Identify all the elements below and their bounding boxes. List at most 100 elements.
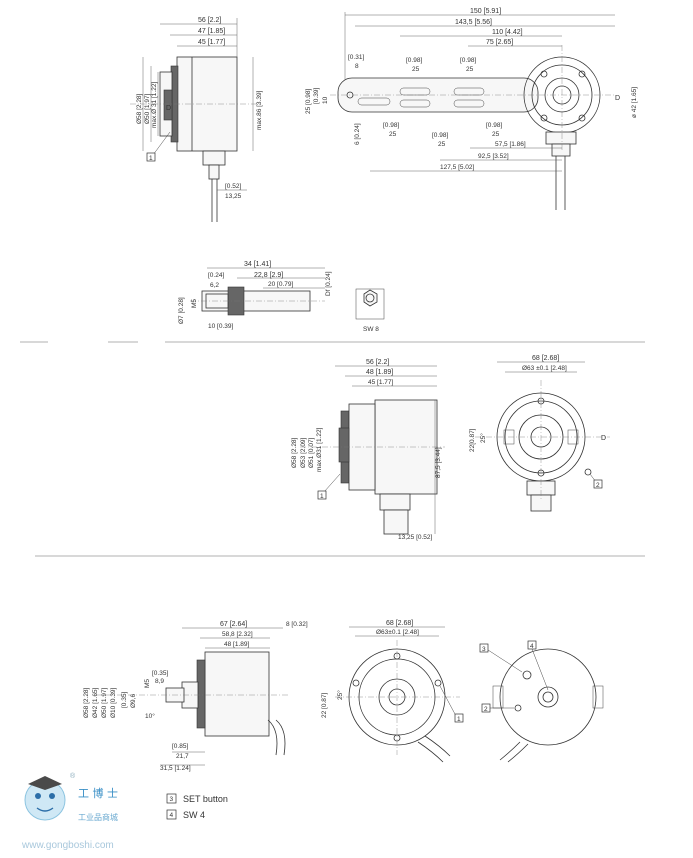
dim-slot-5: 25 bbox=[492, 131, 500, 138]
watermark-logo: ® 工 博 士 工业品商城 www.gongboshi.com bbox=[21, 772, 118, 851]
d-label: D bbox=[615, 95, 620, 102]
legend: 3 SET button 4 SW 4 bbox=[166, 793, 228, 820]
dim-shaft-diameter: Ø7 [0.28] bbox=[178, 297, 185, 324]
dim-92-5: 92,5 [3.52] bbox=[478, 153, 509, 160]
legend-num-3: 3 bbox=[170, 796, 174, 803]
top-right-torque-arm-view: 150 [5.91] 143,5 [5.56] 110 [4.42] 75 [2… bbox=[305, 8, 638, 210]
dim-outer-diameter: Ø58 [2.28] bbox=[291, 437, 298, 468]
dim-max-height: max.86 [3.39] bbox=[256, 90, 263, 130]
thread-m5: M5 bbox=[144, 679, 151, 688]
dim-hole-offset-inch: [0.31] bbox=[348, 54, 364, 61]
dim-45: 45 [1.77] bbox=[368, 379, 393, 386]
dim-21-7: 21,7 bbox=[176, 753, 189, 760]
bottom-front-view: 68 [2.68] Ø63±0.1 [2.48] 22 [0.87] 25° 1 bbox=[321, 620, 464, 763]
dim-8-9: 8,9 bbox=[155, 678, 164, 685]
dim-10: Ø10 [0.39] bbox=[110, 687, 117, 718]
dim-51: Ø51 [0.07] bbox=[308, 437, 315, 468]
dim-48: 48 [1.89] bbox=[224, 641, 249, 648]
dim-bore-max-diameter: max.Ø 31 [1.22] bbox=[151, 82, 158, 128]
callout-number: 1 bbox=[457, 716, 461, 723]
dim-127-5: 127,5 [5.02] bbox=[440, 164, 475, 171]
dim-22-8: 22,8 [2.9] bbox=[254, 272, 283, 279]
dim-arm-height: 25 [0.98] bbox=[305, 89, 312, 114]
registered-mark: ® bbox=[70, 772, 76, 780]
middle-front-view: 68 [2.68] Ø63 ±0.1 [2.48] 22[0.87] 25° D… bbox=[469, 355, 610, 512]
dim-0-35-b: [0.35] bbox=[121, 692, 128, 708]
dim-flange-diameter: Ø50 [1.97] bbox=[144, 93, 151, 124]
dim-22: 22 [0.87] bbox=[321, 693, 328, 718]
dim-0-85: [0.85] bbox=[172, 743, 188, 750]
thread-m5: M5 bbox=[191, 299, 198, 308]
brand-name: 工 博 士 bbox=[78, 787, 118, 800]
dim-slot-5-inch: [0.98] bbox=[486, 122, 502, 129]
d-label: D bbox=[601, 435, 606, 442]
dim-body-length: 47 [1.85] bbox=[198, 28, 225, 35]
dim-bore-diameter: ø 42 [1.65] bbox=[631, 87, 638, 118]
callout-number: 1 bbox=[320, 493, 324, 500]
dim-slot-4: 25 bbox=[438, 141, 446, 148]
brand-subtitle: 工业品商城 bbox=[78, 812, 118, 822]
dim-34: 34 [1.41] bbox=[244, 261, 271, 268]
legend-text-set-button: SET button bbox=[183, 794, 228, 804]
callout-number: 1 bbox=[149, 155, 153, 162]
callout-number: 4 bbox=[530, 643, 534, 650]
legend-num-4: 4 bbox=[170, 812, 174, 819]
dim-slot-2-inch: [0.98] bbox=[460, 57, 476, 64]
dim-slot-1-inch: [0.98] bbox=[406, 57, 422, 64]
dim-10-inch: [0.39] bbox=[313, 88, 320, 104]
dim-48: 48 [1.89] bbox=[366, 369, 393, 376]
dim-total-length: 150 [5.91] bbox=[470, 8, 501, 15]
dim-10: 10 [0.39] bbox=[208, 323, 233, 330]
dim-slot-4-inch: [0.98] bbox=[432, 132, 448, 139]
bottom-side-view: 67 [2.64] 8 [0.32] 58,8 [2.32] 48 [1.89]… bbox=[83, 621, 308, 772]
dim-cable-offset: 13,25 bbox=[225, 193, 242, 200]
dim-20: 20 [0.79] bbox=[268, 281, 293, 288]
legend-box-3 bbox=[166, 793, 177, 804]
dim-9-6: Ø9,6 bbox=[130, 694, 137, 708]
dim-58-8: 58,8 [2.32] bbox=[222, 631, 253, 638]
bottom-rear-view: 3 4 2 bbox=[479, 640, 604, 763]
dim-0-24: [0.24] bbox=[208, 272, 224, 279]
middle-side-view: 56 [2.2] 48 [1.89] 45 [1.77] 87,5 [3.44]… bbox=[291, 359, 445, 541]
callout-box bbox=[593, 479, 603, 489]
legend-box-4 bbox=[166, 809, 177, 820]
dim-22: 22[0.87] bbox=[469, 428, 476, 452]
callout-number: 2 bbox=[484, 706, 488, 713]
legend-text-sw4: SW 4 bbox=[183, 810, 205, 820]
dim-outer-diameter: Ø58 [2.28] bbox=[83, 687, 90, 718]
dim-arm-length: 143,5 [5.56] bbox=[455, 19, 492, 26]
dim-0-35: [0.35] bbox=[152, 670, 168, 677]
shaft-detail: 34 [1.41] 22,8 [2.9] 20 [0.79] [0.24] 6,… bbox=[178, 261, 385, 333]
callout-box bbox=[481, 703, 491, 713]
dim-cable-offset-inch: [0.52] bbox=[225, 183, 241, 190]
callout-box bbox=[479, 643, 489, 653]
dim-slot-2: 25 bbox=[466, 66, 474, 73]
brand-url: www.gongboshi.com bbox=[21, 840, 114, 851]
dim-63: Ø63±0.1 [2.48] bbox=[376, 629, 419, 636]
dim-center-offset: 75 [2.65] bbox=[486, 39, 513, 46]
dim-slot-1: 25 bbox=[412, 66, 420, 73]
dim-df: Df [0.24] bbox=[325, 271, 332, 296]
angle-25: 25° bbox=[479, 433, 487, 443]
dim-overall-width: 56 [2.2] bbox=[198, 17, 221, 24]
dim-slot-3: 25 bbox=[389, 131, 397, 138]
dim-8: 8 [0.32] bbox=[286, 621, 308, 628]
dim-thickness: 6 [0.24] bbox=[354, 123, 361, 145]
dim-31-5: 31,5 [1.24] bbox=[160, 765, 191, 772]
callout-number: 3 bbox=[482, 646, 486, 653]
callout-box bbox=[527, 640, 537, 650]
wrench-size: SW 8 bbox=[363, 326, 379, 333]
dim-bore-max: max.Ø31 [1.22] bbox=[316, 427, 323, 472]
dim-68: 68 [2.68] bbox=[386, 620, 413, 627]
dim-6-2: 6,2 bbox=[210, 282, 219, 289]
dim-53: Ø53 [2.09] bbox=[300, 437, 307, 468]
dim-56: 56 [2.2] bbox=[366, 359, 389, 366]
dim-slot-3-inch: [0.98] bbox=[383, 122, 399, 129]
dim-hole-offset: 8 bbox=[355, 63, 359, 70]
callout-box bbox=[317, 490, 327, 500]
dim-13-25: 13,25 [0.52] bbox=[398, 534, 433, 541]
dim-63: Ø63 ±0.1 [2.48] bbox=[522, 365, 567, 372]
dim-slot-span: 110 [4.42] bbox=[492, 29, 523, 36]
callout-number: 2 bbox=[596, 482, 600, 489]
dim-42: Ø42 [1.65] bbox=[92, 687, 99, 718]
